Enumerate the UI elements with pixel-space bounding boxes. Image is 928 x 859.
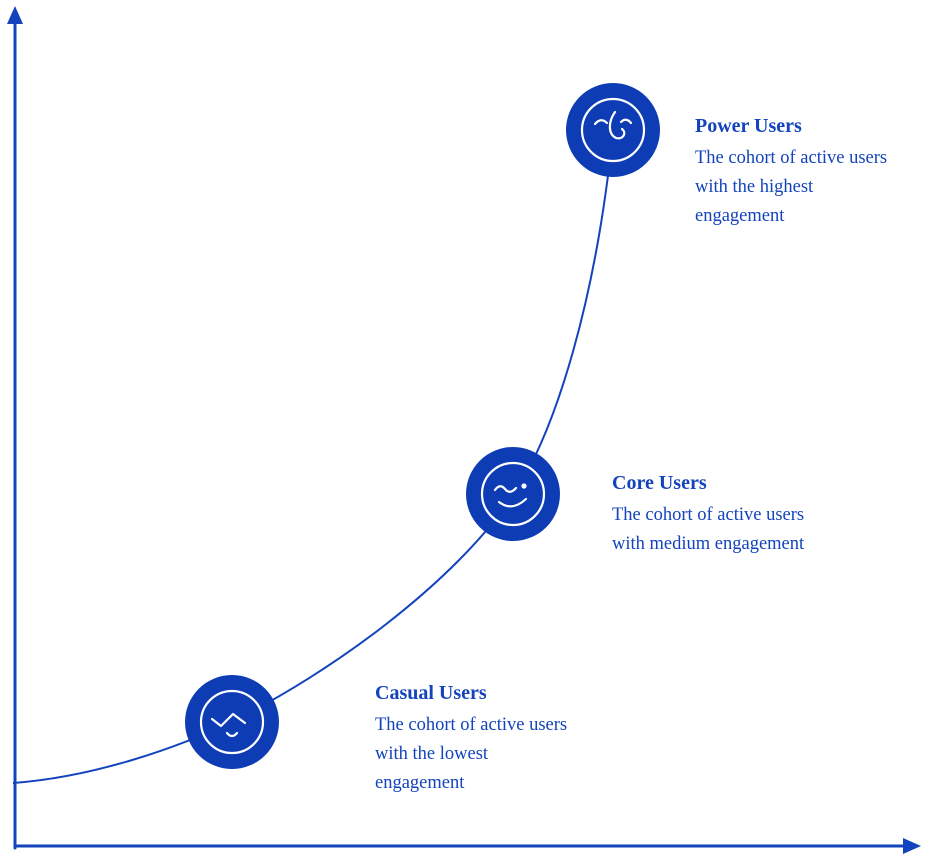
core-users-title: Core Users: [612, 472, 707, 494]
core-users-description: The cohort of active users with medium e…: [612, 505, 805, 554]
node-casual-users: [184, 674, 280, 770]
power-users-label: Power Users The cohort of active users w…: [695, 112, 900, 231]
casual-users-label: Casual Users The cohort of active users …: [375, 679, 580, 798]
power-users-description: The cohort of active users with the high…: [695, 148, 888, 226]
x-axis-arrow-icon: [903, 838, 921, 854]
casual-users-description: The cohort of active users with the lowe…: [375, 715, 568, 793]
casual-user-face-icon: [185, 675, 279, 769]
power-users-title: Power Users: [695, 115, 802, 137]
casual-users-title: Casual Users: [375, 682, 487, 704]
node-core-users: [465, 446, 561, 542]
y-axis-arrow-icon: [7, 6, 23, 24]
power-user-face-icon: [566, 83, 660, 177]
node-power-users: [565, 82, 661, 178]
core-user-face-icon: [466, 447, 560, 541]
core-users-label: Core Users The cohort of active users wi…: [612, 469, 817, 559]
growth-curve: [12, 131, 614, 784]
